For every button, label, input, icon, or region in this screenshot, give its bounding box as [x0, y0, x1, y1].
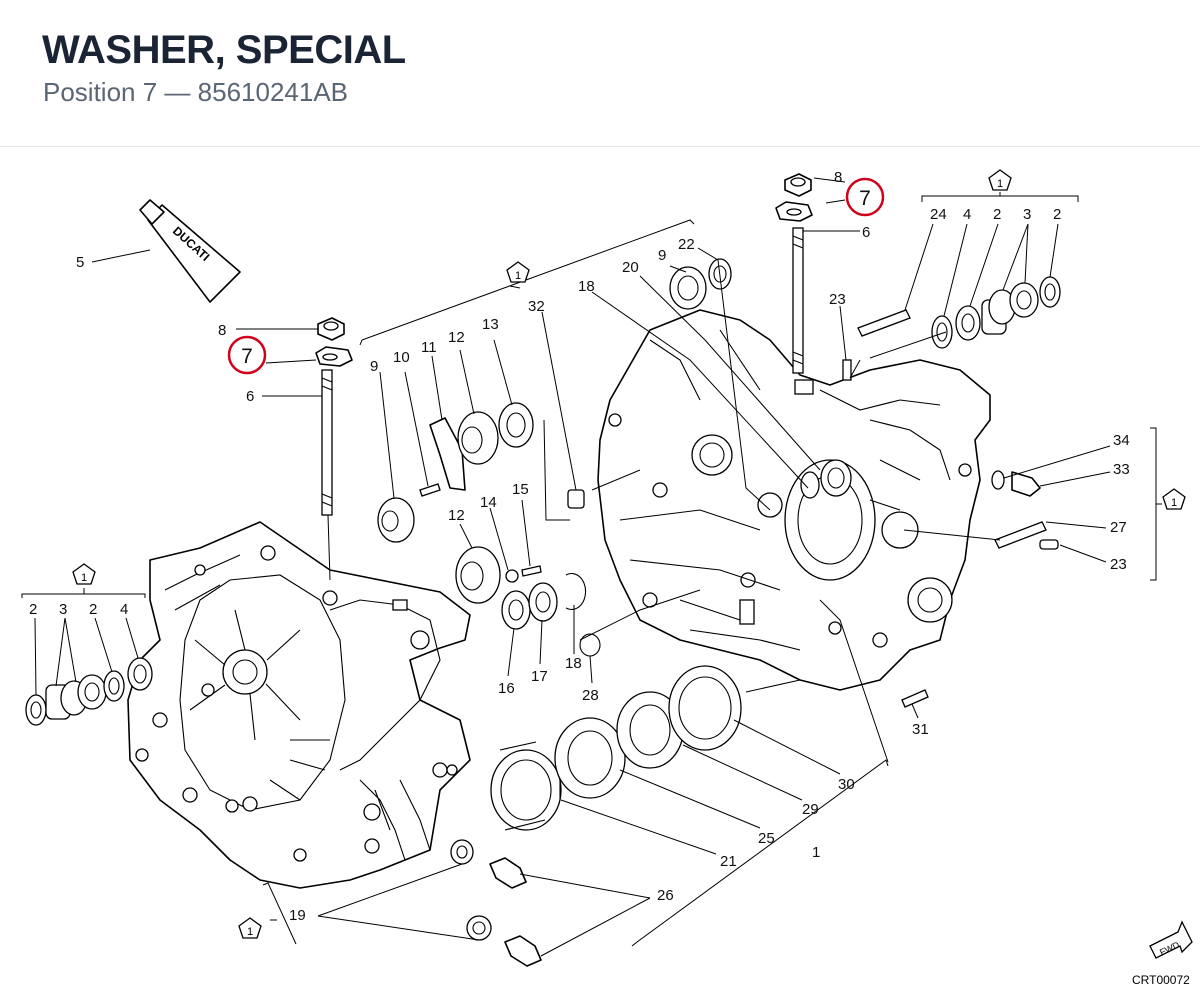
part-number: 85610241AB	[197, 77, 349, 107]
part-subtitle: Position 7 — 85610241AB	[43, 77, 348, 108]
middle-parts	[377, 402, 601, 657]
part-label-21[interactable]: 21	[720, 853, 737, 870]
part-label-4-top[interactable]: 4	[963, 206, 971, 223]
part-label-10[interactable]: 10	[393, 349, 410, 366]
group-marker-top-right: 1	[988, 169, 1012, 191]
highlight-label-left[interactable]: 7	[241, 345, 253, 368]
part-label-9-mid[interactable]: 9	[370, 358, 378, 375]
part-label-8-left[interactable]: 8	[218, 322, 226, 339]
part-label-32[interactable]: 32	[528, 298, 545, 315]
part-label-27[interactable]: 27	[1110, 519, 1127, 536]
part-label-23-top[interactable]: 23	[829, 291, 846, 308]
part-label-23-right[interactable]: 23	[1110, 556, 1127, 573]
leader-lines	[34, 177, 1111, 957]
part-label-12-mid[interactable]: 12	[448, 507, 465, 524]
svg-text:1: 1	[997, 178, 1003, 190]
page-header: WASHER, SPECIAL Position 7 — 85610241AB	[0, 0, 1200, 147]
exploded-parts-diagram: DUCATI	[0, 146, 1200, 991]
part-label-2-top-b[interactable]: 2	[1053, 206, 1061, 223]
part-label-9-top[interactable]: 9	[658, 247, 666, 264]
part-label-30[interactable]: 30	[838, 776, 855, 793]
part-label-2-left-a[interactable]: 2	[29, 601, 37, 618]
svg-text:1: 1	[1171, 497, 1177, 509]
part-label-6-left[interactable]: 6	[246, 388, 254, 405]
svg-text:1: 1	[247, 926, 253, 938]
drawing-code: CRT00072	[1132, 973, 1190, 987]
part-label-29[interactable]: 29	[802, 801, 819, 818]
part-label-16[interactable]: 16	[498, 680, 515, 697]
highlight-label-right[interactable]: 7	[859, 187, 871, 210]
sealant-tube: DUCATI	[139, 199, 241, 303]
part-label-3-top[interactable]: 3	[1023, 206, 1031, 223]
part-label-14[interactable]: 14	[480, 494, 497, 511]
part-label-2-top-a[interactable]: 2	[993, 206, 1001, 223]
part-label-6-right[interactable]: 6	[862, 224, 870, 241]
part-label-17[interactable]: 17	[531, 668, 548, 685]
highlight-circle-left[interactable]	[227, 335, 267, 375]
svg-text:1: 1	[515, 270, 521, 282]
part-label-28[interactable]: 28	[582, 687, 599, 704]
upper-right-bearing-stack	[857, 276, 1061, 349]
part-label-22[interactable]: 22	[678, 236, 695, 253]
part-label-8-right[interactable]: 8	[834, 169, 842, 186]
part-label-2-left-b[interactable]: 2	[89, 601, 97, 618]
part-label-33[interactable]: 33	[1113, 461, 1130, 478]
fwd-arrow-icon: FWD	[1149, 920, 1193, 959]
part-label-25[interactable]: 25	[758, 830, 775, 847]
group-marker-top-center: 1	[506, 261, 530, 283]
part-label-13[interactable]: 13	[482, 316, 499, 333]
highlight-markers[interactable]: 7 7	[227, 177, 885, 375]
group-marker-right: 1	[1162, 488, 1186, 510]
part-label-11[interactable]: 11	[421, 339, 437, 356]
top-bearings	[567, 258, 852, 509]
part-label-19[interactable]: 19	[289, 907, 306, 924]
left-stud-assembly	[315, 317, 353, 516]
part-label-4-left[interactable]: 4	[120, 601, 128, 618]
highlight-circle-right[interactable]	[845, 177, 885, 217]
group-marker-icons: 1 1 1 1 1	[72, 169, 1186, 939]
part-title: WASHER, SPECIAL	[42, 28, 406, 72]
part-labels[interactable]: 5 8 6 8 6 24 4 2 3 2 9 22 20 18 32 23 9 …	[29, 169, 1130, 924]
part-label-3-left[interactable]: 3	[59, 601, 67, 618]
part-label-12-top[interactable]: 12	[448, 329, 465, 346]
lower-bearings	[490, 665, 742, 831]
part-label-1[interactable]: 1	[812, 844, 820, 861]
svg-text:1: 1	[81, 572, 87, 584]
right-small-parts	[901, 470, 1059, 708]
separator: —	[164, 77, 191, 107]
part-label-18-mid[interactable]: 18	[565, 655, 582, 672]
part-label-15[interactable]: 15	[512, 481, 529, 498]
part-label-24[interactable]: 24	[930, 206, 947, 223]
group-marker-left: 1	[72, 563, 96, 585]
part-label-18-top[interactable]: 18	[578, 278, 595, 295]
part-label-26[interactable]: 26	[657, 887, 674, 904]
part-label-5[interactable]: 5	[76, 254, 84, 271]
bottom-plugs	[450, 839, 542, 967]
part-label-34[interactable]: 34	[1113, 432, 1130, 449]
right-stud-assembly	[775, 173, 813, 374]
left-crankcase-half	[127, 521, 471, 889]
position-label: Position 7	[43, 77, 158, 107]
part-label-31[interactable]: 31	[912, 721, 929, 738]
group-marker-bottom-left: 1	[238, 917, 262, 939]
left-bearing-stack	[25, 657, 153, 726]
part-label-20[interactable]: 20	[622, 259, 639, 276]
